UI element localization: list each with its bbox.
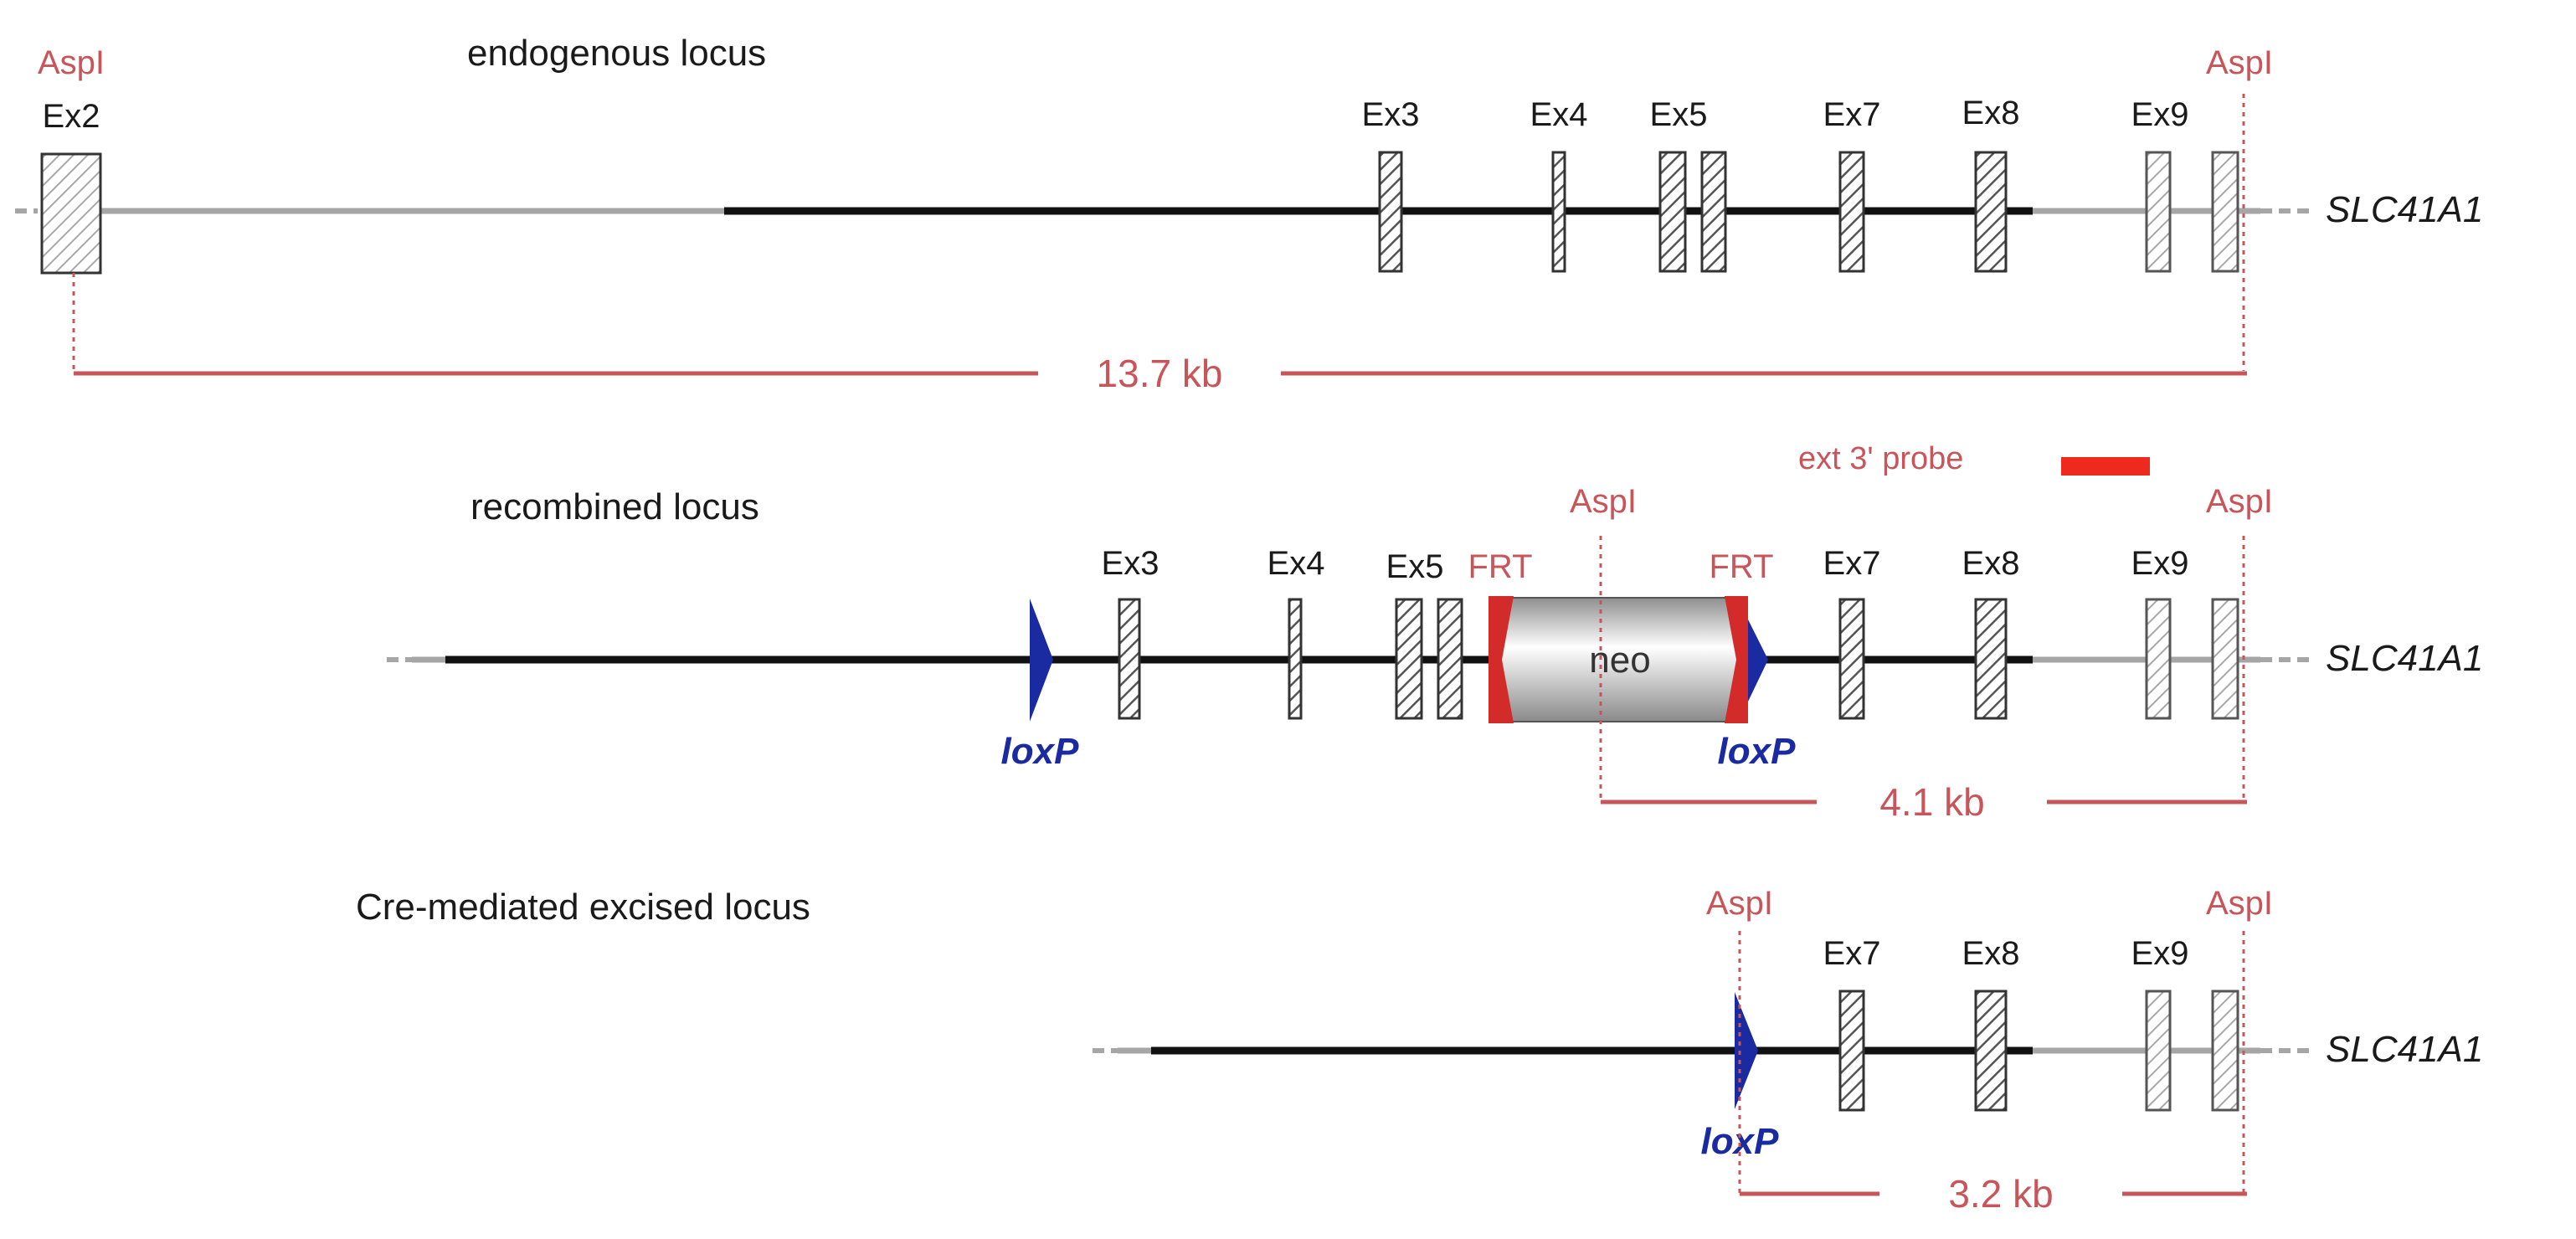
exon-label-ex5: Ex5 [1386, 548, 1444, 585]
exon-label-ex7: Ex7 [1823, 935, 1881, 972]
exon-label-ex8: Ex8 [1962, 935, 2020, 972]
exon-ex5b [1437, 598, 1463, 720]
aspi-site-right: AspI [2206, 885, 2273, 922]
aspi-site-left: AspI [1570, 483, 1637, 520]
exon-label-ex2: Ex2 [43, 98, 100, 135]
probe-bar [2061, 457, 2150, 476]
exon-ex2 [40, 152, 102, 275]
exon-ex5a [1395, 598, 1423, 720]
exon-ex9a [2145, 598, 2172, 720]
exon-ex9b [2211, 990, 2239, 1112]
fragment-size-label: 4.1 kb [1879, 780, 1984, 824]
exon-ex8 [1974, 990, 2008, 1112]
loxp-label-left: loxP [1001, 731, 1080, 772]
exon-label-ex7: Ex7 [1823, 96, 1881, 133]
exon-ex8 [1974, 598, 2008, 720]
locus-title-endogenous: endogenous locus [467, 33, 766, 74]
recombined-locus: recombined locus ext 3' probe loxP neo F… [387, 441, 2483, 824]
exon-label-ex9: Ex9 [2131, 935, 2189, 972]
exon-label-ex8: Ex8 [1962, 95, 2020, 131]
exon-ex9a [2145, 151, 2172, 273]
exon-label-ex4: Ex4 [1267, 545, 1325, 582]
exon-ex3 [1378, 151, 1403, 273]
exon-label-ex9: Ex9 [2131, 545, 2189, 582]
fragment-size-label: 13.7 kb [1097, 352, 1223, 395]
exon-ex9b [2211, 151, 2239, 273]
frt-label-left: FRT [1468, 548, 1532, 585]
locus-title-recombined: recombined locus [470, 486, 759, 527]
exon-label-ex3: Ex3 [1102, 545, 1159, 582]
loxp-label-right: loxP [1718, 731, 1797, 772]
fragment-size-label: 3.2 kb [1948, 1172, 2053, 1216]
loxp-arrow [1735, 992, 1758, 1109]
exon-ex9b [2211, 598, 2239, 720]
exon-ex5b [1700, 151, 1727, 273]
loxp-arrow-left [1030, 599, 1053, 722]
exon-ex7 [1838, 151, 1865, 273]
exon-ex3 [1118, 598, 1141, 720]
endogenous-locus: endogenous locus Ex2 Ex3 Ex4 Ex5 Ex7 Ex8… [15, 33, 2483, 395]
gene-label: SLC41A1 [2326, 189, 2483, 230]
exon-ex5a [1658, 151, 1687, 273]
exon-label-ex3: Ex3 [1362, 96, 1420, 133]
exon-label-ex4: Ex4 [1530, 96, 1588, 133]
probe-label: ext 3' probe [1798, 441, 1963, 476]
aspi-site-left: AspI [38, 44, 105, 81]
exon-label-ex5: Ex5 [1650, 96, 1708, 133]
exon-ex7 [1838, 990, 1865, 1112]
gene-label: SLC41A1 [2326, 638, 2483, 679]
exon-label-ex7: Ex7 [1823, 545, 1881, 582]
exon-ex8 [1974, 151, 2008, 273]
frt-marker-left [1489, 596, 1514, 723]
exon-ex4 [1551, 151, 1566, 273]
excised-locus: Cre-mediated excised locus loxP Ex7 Ex8 … [356, 885, 2483, 1216]
exon-label-ex9: Ex9 [2131, 96, 2189, 133]
aspi-site-right: AspI [2206, 483, 2273, 520]
exon-ex7 [1838, 598, 1865, 720]
exon-label-ex8: Ex8 [1962, 545, 2020, 582]
aspi-site-right: AspI [2206, 44, 2273, 81]
locus-title-excised: Cre-mediated excised locus [356, 887, 810, 928]
loxp-arrow-right [1748, 620, 1768, 702]
neo-label: neo [1589, 640, 1650, 681]
frt-label-right: FRT [1709, 548, 1773, 585]
exon-ex9a [2145, 990, 2172, 1112]
exon-ex4 [1288, 598, 1303, 720]
aspi-site-left: AspI [1706, 885, 1773, 922]
frt-marker-right [1725, 596, 1748, 723]
gene-label: SLC41A1 [2326, 1029, 2483, 1070]
